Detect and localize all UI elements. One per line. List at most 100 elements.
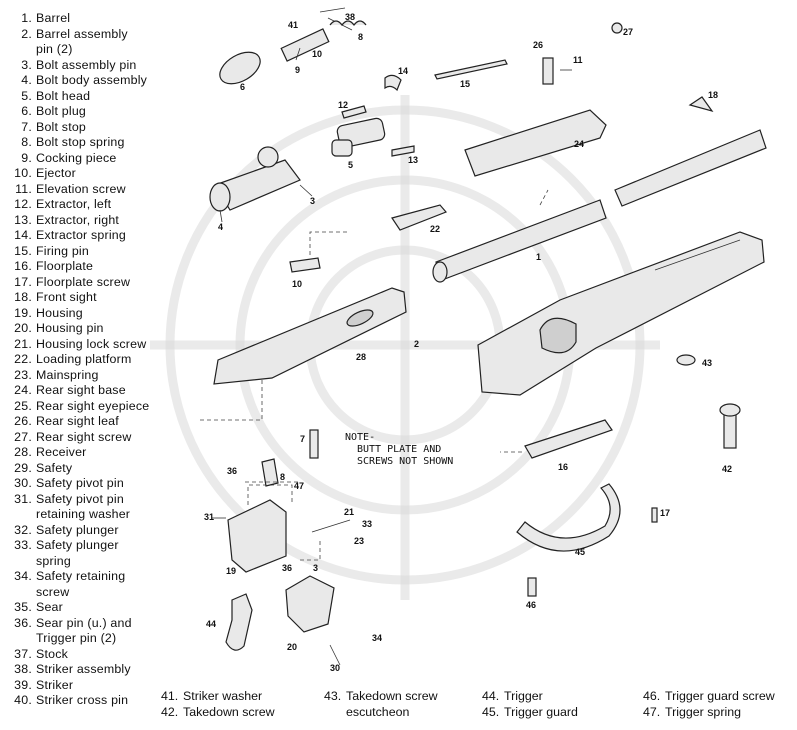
legend-item-label: Takedown screw xyxy=(183,704,275,719)
legend-item-label: screw xyxy=(36,584,70,599)
takedown-parts xyxy=(676,354,741,449)
callout-14: 14 xyxy=(398,66,408,76)
legend-item-number: 30. xyxy=(14,476,32,490)
legend-item-label: escutcheon xyxy=(346,704,410,719)
callout-47: 47 xyxy=(294,481,304,491)
legend-item-number: 33. xyxy=(14,538,32,552)
callout-30: 30 xyxy=(330,663,340,673)
legend-item: 46.Trigger guard screw xyxy=(643,689,775,705)
legend-item-number xyxy=(324,705,346,721)
legend-item: 33. Safety plunger xyxy=(4,538,164,554)
callout-18: 18 xyxy=(708,90,718,100)
legend-item-label: Striker washer xyxy=(183,689,263,703)
legend-item-label: spring xyxy=(36,553,71,568)
legend-item-label: Receiver xyxy=(36,445,87,459)
legend-item: 1.Barrel xyxy=(4,11,164,27)
legend-item-number xyxy=(4,631,36,647)
legend-item-number: 15. xyxy=(14,243,32,258)
legend-item-number: 7. xyxy=(21,119,32,134)
callout-36b: 36 xyxy=(282,563,292,573)
legend-item-number: 47. xyxy=(643,704,661,719)
callout-5: 5 xyxy=(348,160,353,170)
legend-item-label: Sear xyxy=(36,600,63,614)
legend-item: 29.Safety xyxy=(4,461,164,477)
legend-item-label: Front sight xyxy=(36,290,97,304)
callout-26: 26 xyxy=(533,40,543,50)
callout-45: 45 xyxy=(575,547,585,557)
legend-item-label: Bolt stop spring xyxy=(36,135,125,149)
legend-item: 34.Safety retaining xyxy=(4,569,164,585)
stock xyxy=(477,231,765,396)
legend-item-number: 10. xyxy=(14,166,32,180)
trigger-guard xyxy=(516,483,621,552)
callout-38: 38 xyxy=(345,12,355,22)
legend-item-label: Barrel assembly xyxy=(36,26,128,41)
legend-item: 41.Striker washer xyxy=(161,689,275,705)
legend-item-number: 39. xyxy=(14,677,32,692)
legend-item: 24.Rear sight base xyxy=(4,383,164,399)
callout-43: 43 xyxy=(702,358,712,368)
callout-11: 11 xyxy=(573,55,583,65)
legend-item-label: Cocking piece xyxy=(36,150,117,165)
legend-item-number: 18. xyxy=(14,290,32,304)
legend-item-number: 42. xyxy=(161,704,179,719)
legend-item-number: 40. xyxy=(14,693,32,707)
legend-item-label: Safety pivot pin xyxy=(36,491,124,506)
legend-item-number xyxy=(4,507,36,523)
legend-item-number: 2. xyxy=(21,26,32,41)
legend-item: spring xyxy=(4,554,164,570)
receiver xyxy=(200,287,407,421)
legend-item-number: 22. xyxy=(14,352,32,366)
legend-item: 25.Rear sight eyepiece xyxy=(4,399,164,415)
legend-item-label: Elevation screw xyxy=(36,181,126,196)
legend-item-number: 35. xyxy=(14,600,32,614)
legend-item-number: 19. xyxy=(14,305,32,320)
legend-item-number: 24. xyxy=(14,383,32,397)
callout-12: 12 xyxy=(338,100,348,110)
legend-item-number: 38. xyxy=(14,662,32,676)
barrel xyxy=(432,189,607,283)
legend-item: 39.Striker xyxy=(4,678,164,694)
legend-item-label: retaining washer xyxy=(36,507,131,521)
legend-item: 26.Rear sight leaf xyxy=(4,414,164,430)
legend-item: 18. Front sight xyxy=(4,290,164,306)
legend-item-number: 45. xyxy=(482,704,500,719)
legend-item-label: Safety pivot pin xyxy=(36,476,124,490)
legend-item: 32.Safety plunger xyxy=(4,523,164,539)
legend-item: 4.Bolt body assembly xyxy=(4,73,164,89)
callout-27: 27 xyxy=(623,27,633,37)
legend-item-label: Safety plunger xyxy=(36,538,119,552)
legend-item-label: Loading platform xyxy=(36,352,132,366)
callout-13: 13 xyxy=(408,155,418,165)
callout-3b: 3 xyxy=(313,563,318,573)
legend-item-number: 36. xyxy=(14,615,32,630)
ejector xyxy=(289,231,350,273)
legend-item-label: Ejector xyxy=(36,166,76,180)
legend-item: 2. Barrel assembly xyxy=(4,27,164,43)
legend-item-label: Extractor spring xyxy=(36,228,126,242)
legend-item-label: Bolt body assembly xyxy=(36,73,148,87)
sear-safety xyxy=(225,519,351,666)
legend-item-number: 37. xyxy=(14,646,32,661)
legend-item: 20.Housing pin xyxy=(4,321,164,337)
callout-2: 2 xyxy=(414,339,419,349)
legend-item: 30. Safety pivot pin xyxy=(4,476,164,492)
legend-item: 23.Mainspring xyxy=(4,368,164,384)
callout-8b: 8 xyxy=(358,32,363,42)
legend-item-label: Striker cross pin xyxy=(36,693,129,707)
legend-item-number: 28. xyxy=(14,445,32,459)
note-line-2: BUTT PLATE AND xyxy=(357,444,441,455)
bolt-head xyxy=(331,74,415,157)
legend-item-label: Bolt stop xyxy=(36,119,87,134)
legend-item: 6.Bolt plug xyxy=(4,104,164,120)
legend-item-number: 6. xyxy=(21,104,32,118)
legend-item-label: Trigger spring xyxy=(665,704,741,719)
legend-item: 27.Rear sight screw xyxy=(4,430,164,446)
callout-17: 17 xyxy=(660,508,670,518)
legend-item-number xyxy=(4,554,36,570)
legend-item-label: Floorplate screw xyxy=(36,274,131,289)
legend-item-label: Rear sight screw xyxy=(36,429,132,444)
legend-item-label: Housing pin xyxy=(36,321,104,335)
